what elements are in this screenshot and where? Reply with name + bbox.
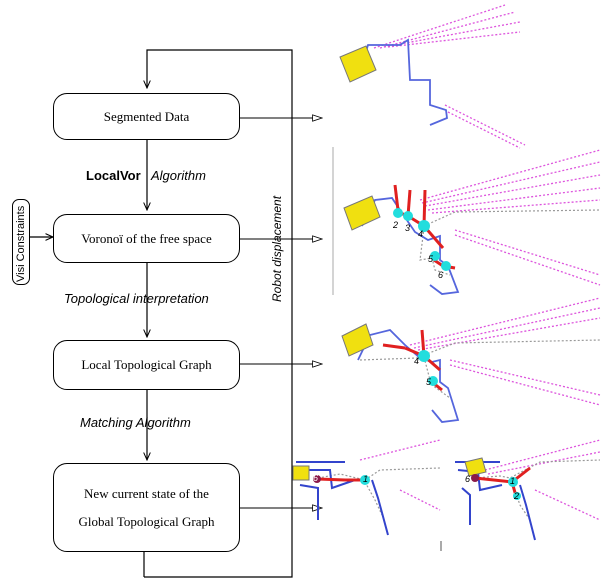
node-label: 6 [313,473,319,483]
map-image-global-right [455,439,601,541]
flow-arrows [30,140,147,460]
node-label: 1 [363,474,369,484]
map-image-voronoi [343,149,601,295]
node-label: 2 [514,491,520,501]
output-arrows [240,118,322,508]
node-label: 4 [414,356,420,366]
node-label: 2 [393,220,399,230]
matching-algorithm-label: Matching Algorithm [80,415,191,430]
map-image-global-left [292,439,441,536]
node-label: 4 [418,229,424,239]
visi-constraints-label: Visi Constraints [15,205,27,282]
global-topological-graph-box: New current state of the Global Topologi… [53,463,240,552]
node-label: 1 [510,476,516,486]
voronoi-box: Voronoï of the free space [53,214,240,263]
local-topological-graph-box: Local Topological Graph [53,340,240,390]
node-label: 5 [428,254,434,264]
segmented-data-box: Segmented Data [53,93,240,140]
node-label: 6 [438,270,444,280]
algorithm-label: Algorithm [151,168,206,183]
node-label: 3 [405,223,411,233]
topological-interpretation-label: Topological interpretation [64,291,209,306]
map-image-segmented [339,4,526,149]
robot-displacement-label: Robot displacement [270,195,284,302]
feedback-loop [144,49,293,578]
localvor-label: LocalVor [86,168,141,183]
visi-constraints-box: Visi Constraints [12,199,30,285]
global-box-line2: Global Topological Graph [78,513,215,529]
global-box-line1: New current state of the [84,485,209,501]
node-label: 6 [465,474,471,484]
node-label: 5 [426,377,432,387]
map-image-local-graph [341,297,601,423]
